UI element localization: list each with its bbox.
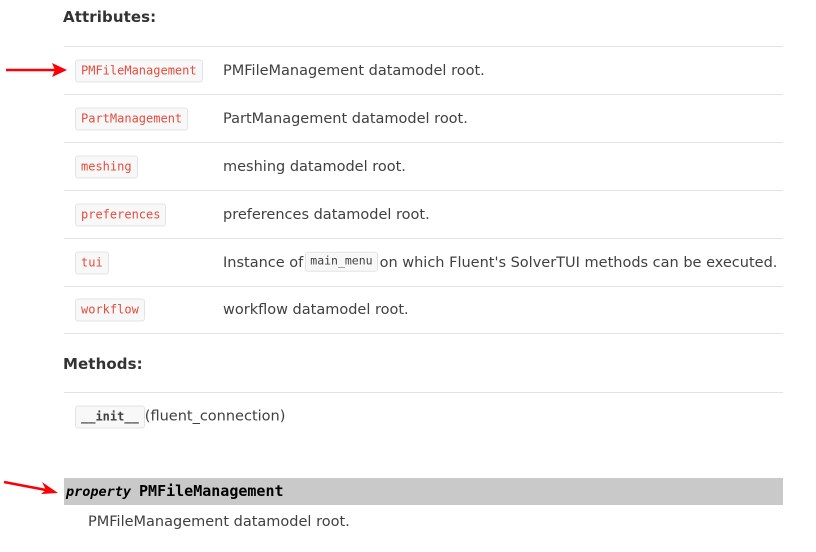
methods-section-heading: Methods: <box>63 355 143 373</box>
attributes-section-heading: Attributes: <box>63 8 157 26</box>
method-signature-cell: __init__(fluent_connection) <box>75 405 285 428</box>
attribute-name-cell: workflow <box>75 298 145 322</box>
attribute-name-cell: preferences <box>75 203 167 226</box>
attribute-name-cell: PartManagement <box>75 107 189 130</box>
code-badge-inline[interactable]: main_menu <box>305 251 378 272</box>
code-badge[interactable]: preferences <box>75 203 167 226</box>
description-text-before: Instance of <box>223 254 304 271</box>
attributes-table: PMFileManagement PMFileManagement datamo… <box>64 46 783 334</box>
property-definition-block: property PMFileManagement PMFileManagemen… <box>64 478 783 530</box>
attribute-description-cell: PMFileManagement datamodel root. <box>223 62 485 79</box>
methods-table: __init__(fluent_connection) <box>64 392 783 440</box>
attribute-name-cell: tui <box>75 251 109 274</box>
code-badge[interactable]: __init__ <box>75 405 145 428</box>
annotation-arrow-property <box>3 480 58 494</box>
attribute-description-cell: meshing datamodel root. <box>223 158 406 175</box>
code-badge[interactable]: meshing <box>75 155 138 178</box>
code-badge[interactable]: tui <box>75 251 109 274</box>
table-row: workflow workflow datamodel root. <box>64 286 783 334</box>
property-name: PMFileManagement <box>139 482 284 500</box>
arrow-shaft <box>3 480 47 492</box>
property-description: PMFileManagement datamodel root. <box>88 514 350 530</box>
code-badge[interactable]: PMFileManagement <box>75 59 203 82</box>
property-keyword: property <box>66 484 132 500</box>
annotation-arrow-attribute <box>6 63 67 77</box>
attribute-description-cell: PartManagement datamodel root. <box>223 110 468 127</box>
table-row: preferences preferences datamodel root. <box>64 190 783 238</box>
table-row: meshing meshing datamodel root. <box>64 142 783 190</box>
description-text-after: on which Fluent's SolverTUI methods can … <box>379 254 778 271</box>
table-row: __init__(fluent_connection) <box>64 392 783 440</box>
code-badge[interactable]: workflow <box>75 298 145 322</box>
arrow-head <box>41 482 58 494</box>
property-header-bar[interactable]: property PMFileManagement <box>64 478 783 505</box>
attribute-description-cell: preferences datamodel root. <box>223 206 430 223</box>
table-row: PMFileManagement PMFileManagement datamo… <box>64 46 783 94</box>
attribute-description-cell: workflow datamodel root. <box>223 301 409 318</box>
code-badge[interactable]: PartManagement <box>75 107 189 130</box>
attribute-name-cell: meshing <box>75 155 138 178</box>
method-parameters: (fluent_connection) <box>144 408 286 425</box>
table-row: PartManagement PartManagement datamodel … <box>64 94 783 142</box>
attribute-name-cell: PMFileManagement <box>75 59 203 82</box>
